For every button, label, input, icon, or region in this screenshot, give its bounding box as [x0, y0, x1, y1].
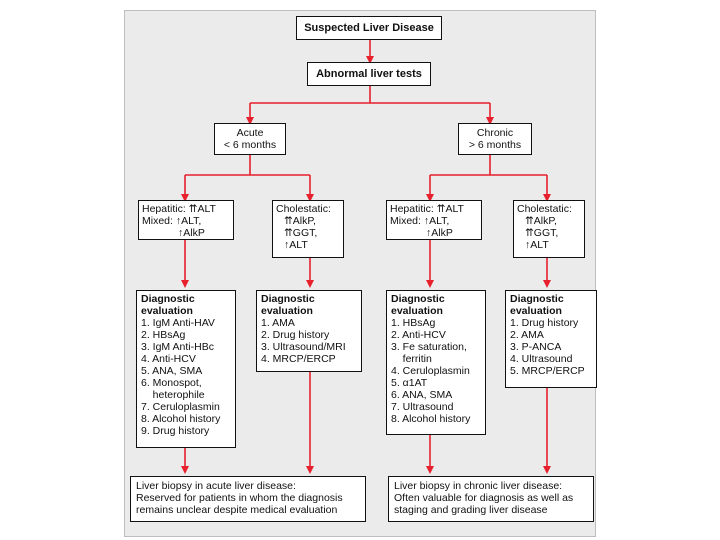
eval-item: 8. Alcohol history: [391, 413, 471, 425]
eval-heading: Diagnostic: [391, 293, 445, 305]
node-label: ⇈AlkP,: [284, 215, 316, 227]
connector-chronic-split: [430, 155, 547, 176]
node-chronic: Chronic > 6 months: [458, 123, 532, 155]
node-label: Abnormal liver tests: [316, 68, 422, 80]
eval-item: 4. MRCP/ERCP: [261, 353, 336, 365]
eval-item: 3. Ultrasound/MRI: [261, 341, 346, 353]
biopsy-text: remains unclear despite medical evaluati…: [136, 504, 338, 516]
eval-item: 6. Monospot,: [141, 377, 202, 389]
eval-item: 2. AMA: [510, 329, 544, 341]
biopsy-acute: Liver biopsy in acute liver disease: Res…: [130, 476, 366, 522]
eval-item: 5. ANA, SMA: [141, 365, 203, 377]
biopsy-title: Liver biopsy in chronic liver disease:: [394, 480, 563, 492]
eval-item: 3. Fe saturation,: [391, 341, 467, 353]
eval-item: heterophile: [141, 389, 205, 401]
eval-item: 8. Alcohol history: [141, 413, 221, 425]
eval-item: 4. Ultrasound: [510, 353, 573, 365]
eval-item: 5. α1AT: [391, 377, 428, 389]
eval-heading: Diagnostic: [261, 293, 315, 305]
connector-abnormal-split: [250, 86, 490, 104]
eval-heading: Diagnostic: [141, 293, 195, 305]
node-label: ↑ALT: [284, 239, 308, 251]
eval-item: 1. IgM Anti-HAV: [141, 317, 215, 329]
eval-heading: evaluation: [141, 305, 193, 317]
node-acute-hepatitic: Hepatitic: ⇈ALT Mixed: ↑ALT, ↑AlkP: [138, 200, 234, 240]
node-label: ⇈GGT,: [284, 227, 318, 239]
node-label: Acute: [236, 127, 264, 139]
eval-item: 2. HBsAg: [141, 329, 186, 341]
eval-chronic-hepatitic: Diagnostic evaluation 1. HBsAg 2. Anti-H…: [386, 290, 486, 435]
node-abnormal-liver-tests: Abnormal liver tests: [307, 62, 431, 86]
node-acute-cholestatic: Cholestatic: ⇈AlkP, ⇈GGT, ↑ALT: [272, 200, 344, 258]
biopsy-text: Often valuable for diagnosis as well as: [394, 492, 574, 504]
eval-heading: evaluation: [510, 305, 562, 317]
biopsy-chronic: Liver biopsy in chronic liver disease: O…: [388, 476, 594, 522]
eval-heading: evaluation: [391, 305, 443, 317]
eval-acute-cholestatic: Diagnostic evaluation 1. AMA 2. Drug his…: [256, 290, 362, 372]
eval-item: 9. Drug history: [141, 425, 210, 437]
node-label: Cholestatic:: [517, 203, 572, 215]
eval-item: 2. Drug history: [261, 329, 330, 341]
eval-item: 1. Drug history: [510, 317, 579, 329]
node-label: Suspected Liver Disease: [304, 22, 434, 34]
node-label: ⇈GGT,: [525, 227, 559, 239]
connector-acute-split: [185, 155, 310, 176]
node-label: ↑AlkP: [178, 227, 205, 239]
node-chronic-hepatitic: Hepatitic: ⇈ALT Mixed: ↑ALT, ↑AlkP: [386, 200, 482, 240]
biopsy-title: Liver biopsy in acute liver disease:: [136, 480, 296, 492]
eval-item: ferritin: [391, 353, 432, 365]
eval-item: 6. ANA, SMA: [391, 389, 453, 401]
biopsy-text: staging and grading liver disease: [394, 504, 548, 516]
node-label: Hepatitic: ⇈ALT: [390, 203, 464, 215]
node-label: Cholestatic:: [276, 203, 331, 215]
node-chronic-cholestatic: Cholestatic: ⇈AlkP, ⇈GGT, ↑ALT: [513, 200, 585, 258]
eval-list: 1. AMA 2. Drug history 3. Ultrasound/MRI…: [261, 317, 357, 365]
node-suspected-liver-disease: Suspected Liver Disease: [296, 16, 442, 40]
eval-list: 1. HBsAg 2. Anti-HCV 3. Fe saturation, f…: [391, 317, 481, 425]
eval-list: 1. Drug history 2. AMA 3. P-ANCA 4. Ultr…: [510, 317, 592, 377]
flowchart-panel: [124, 10, 596, 537]
eval-acute-hepatitic: Diagnostic evaluation 1. IgM Anti-HAV 2.…: [136, 290, 236, 448]
node-acute: Acute < 6 months: [214, 123, 286, 155]
node-label: > 6 months: [468, 139, 522, 151]
eval-item: 3. IgM Anti-HBc: [141, 341, 214, 353]
eval-item: 4. Ceruloplasmin: [391, 365, 470, 377]
eval-item: 2. Anti-HCV: [391, 329, 446, 341]
eval-list: 1. IgM Anti-HAV 2. HBsAg 3. IgM Anti-HBc…: [141, 317, 231, 437]
node-label: Chronic: [476, 127, 514, 139]
eval-item: 3. P-ANCA: [510, 341, 562, 353]
eval-chronic-cholestatic: Diagnostic evaluation 1. Drug history 2.…: [505, 290, 597, 388]
node-label: Mixed: ↑ALT,: [390, 215, 450, 227]
eval-item: 5. MRCP/ERCP: [510, 365, 585, 377]
eval-item: 4. Anti-HCV: [141, 353, 196, 365]
eval-item: 7. Ceruloplasmin: [141, 401, 220, 413]
eval-item: 1. HBsAg: [391, 317, 436, 329]
node-label: ↑ALT: [525, 239, 549, 251]
node-label: Mixed: ↑ALT,: [142, 215, 202, 227]
eval-heading: evaluation: [261, 305, 313, 317]
node-label: < 6 months: [223, 139, 277, 151]
eval-heading: Diagnostic: [510, 293, 564, 305]
node-label: Hepatitic: ⇈ALT: [142, 203, 216, 215]
node-label: ↑AlkP: [426, 227, 453, 239]
eval-item: 1. AMA: [261, 317, 295, 329]
node-label: ⇈AlkP,: [525, 215, 557, 227]
biopsy-text: Reserved for patients in whom the diagno…: [136, 492, 343, 504]
eval-item: 7. Ultrasound: [391, 401, 454, 413]
